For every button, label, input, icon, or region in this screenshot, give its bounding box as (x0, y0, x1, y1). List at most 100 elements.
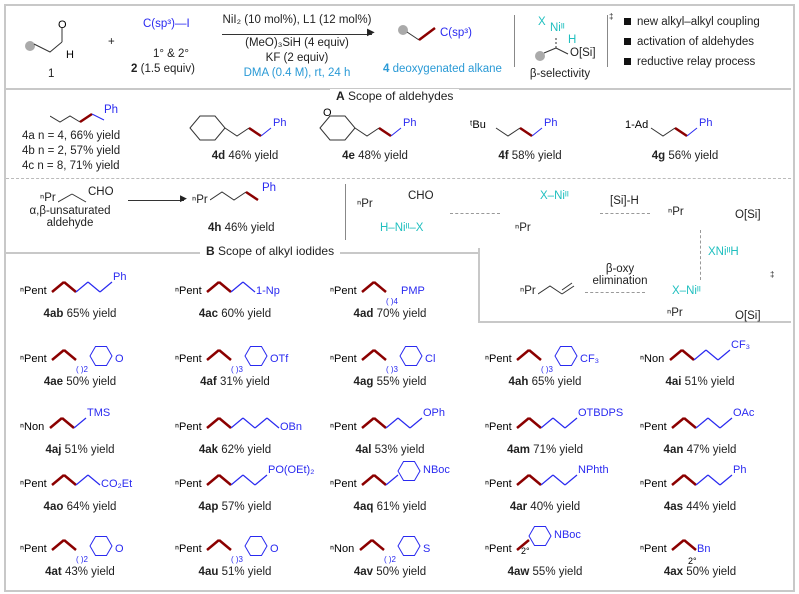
4h-label: 4h 46% yield (208, 222, 275, 234)
compound-yield: 43% yield (64, 566, 115, 578)
chain-bond (540, 417, 554, 429)
compound-yield: 55% yield (532, 566, 583, 578)
mechanism-bracket (345, 184, 346, 240)
svg-text:ⁿPent: ⁿPent (175, 285, 202, 297)
mech-dagger: ‡ (770, 270, 775, 279)
compound-series-entry: 4b n = 2, 57% yield (22, 145, 121, 157)
enal-arrow (128, 200, 184, 201)
chain-bond (75, 281, 89, 293)
compound-4a-structure (50, 112, 105, 124)
mech-xni: X–Niᴵᴵ (540, 190, 569, 202)
compound-id: 4al (355, 444, 372, 456)
chain-bond (669, 349, 683, 361)
compound-label: 4al 53% yield (330, 444, 450, 456)
compound-4e-structure: OPh (319, 108, 416, 141)
chain-bond (63, 539, 77, 551)
ring-icon (89, 536, 113, 556)
mech-step1: [Si]-H (610, 195, 639, 207)
chain-bond (671, 417, 685, 429)
compound-label: 4af 31% yield (175, 376, 295, 388)
mech-osi-1: O[Si] (735, 209, 761, 221)
section-a-title: Scope of aldehydes (348, 89, 454, 103)
chain-bond (242, 474, 256, 486)
chain-bond (373, 474, 387, 486)
svg-text:ⁿPent: ⁿPent (20, 353, 47, 365)
section-b-letter: B (206, 244, 215, 258)
svg-text:OAc: OAc (733, 407, 755, 419)
ring-icon (397, 536, 421, 556)
ring-icon (244, 346, 268, 366)
chain-bond (683, 474, 697, 486)
compound-yield: 70% yield (376, 308, 427, 320)
product-group: C(sp³) (440, 27, 472, 39)
mech-step2: XNiᴵᴵH (708, 246, 739, 258)
ring-icon (399, 346, 423, 366)
svg-text:ⁿPent: ⁿPent (20, 478, 47, 490)
chain-bond (361, 349, 375, 361)
svg-text:ⁿPent: ⁿPent (640, 543, 667, 555)
compound-yield: 71% yield (533, 444, 584, 456)
svg-text:ⁿPent: ⁿPent (485, 478, 512, 490)
svg-text:O: O (270, 543, 279, 555)
4h-structure (210, 190, 259, 202)
compound-yield: 60% yield (221, 308, 272, 320)
feature-text: new alkyl–alkyl coupling (637, 16, 760, 28)
enal-structure (58, 193, 87, 203)
compound-label: 4au 51% yield (175, 566, 295, 578)
compound-yield: 51% yield (684, 376, 735, 388)
compound-id: 4au (198, 566, 219, 578)
svg-text:Ph: Ph (544, 117, 557, 129)
chain-bond (385, 417, 399, 429)
chain-bond (51, 349, 65, 361)
mech-npr-3: ⁿPr (668, 206, 684, 218)
mech-npr-5: ⁿPr (520, 285, 536, 297)
4h-ph: Ph (262, 182, 277, 194)
compound-id: 4af (200, 376, 217, 388)
arrow-head-icon: ▶ (180, 193, 187, 203)
chain-bond (695, 474, 709, 486)
compound-id: 4am (506, 444, 530, 456)
svg-text:Ph: Ph (733, 464, 746, 476)
compound-yield: 58% yield (511, 150, 562, 162)
chain-bond (681, 349, 695, 361)
square-bullet-icon (624, 18, 631, 25)
chain-bond (218, 281, 232, 293)
svg-text:ⁿPent: ⁿPent (20, 543, 47, 555)
compound-id: 4ad (353, 308, 374, 320)
svg-text:ⁿPent: ⁿPent (330, 421, 357, 433)
transition-state-bracket (514, 15, 608, 67)
svg-text:OBn: OBn (280, 421, 302, 433)
chain-bond (397, 417, 411, 429)
chain-bond (528, 349, 542, 361)
section-b-title: Scope of alkyl iodides (218, 244, 335, 258)
compound-id: 4g (651, 150, 666, 162)
compound-label: 4av 50% yield (330, 566, 450, 578)
compound-yield: 50% yield (66, 376, 117, 388)
svg-text:ⁿPent: ⁿPent (330, 285, 357, 297)
feature-bullet: activation of aldehydes (624, 36, 754, 48)
compound-id: 4ak (198, 444, 219, 456)
svg-text:TMS: TMS (87, 407, 110, 419)
chain-bond (528, 474, 542, 486)
compound-series-entry: 4c n = 8, 71% yield (22, 160, 120, 172)
compound-yield: 51% yield (221, 566, 272, 578)
enal-cho: CHO (88, 186, 114, 198)
compound-id: 4ab (43, 308, 64, 320)
chain-bond (361, 281, 375, 293)
chain-bond (371, 539, 385, 551)
